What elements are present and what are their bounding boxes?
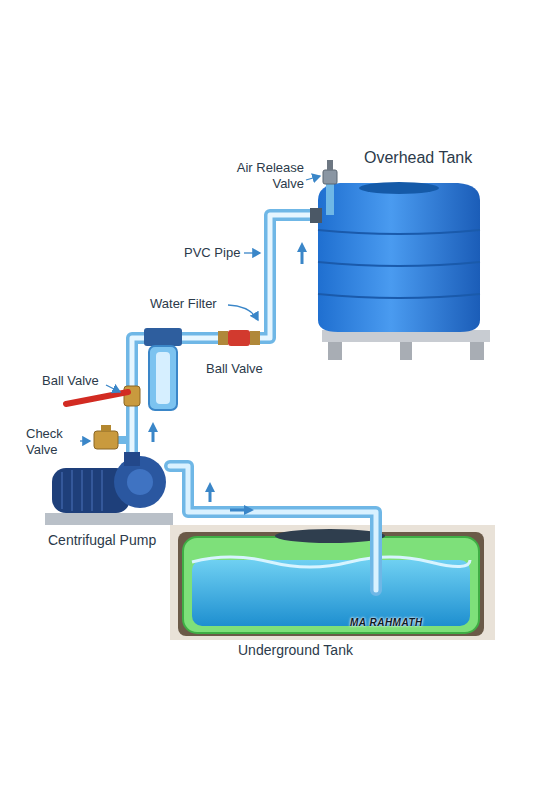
- leader-line-part: [244, 252, 260, 253]
- part-label: Underground Tank: [238, 642, 353, 660]
- centrifugal-pump-part: [45, 513, 173, 525]
- overhead-tank-part: [470, 342, 484, 360]
- delivery-pipe: [132, 182, 330, 458]
- flow-arrow: [148, 242, 307, 515]
- air-release-valve: [310, 160, 337, 223]
- check-valve: [94, 425, 126, 449]
- centrifugal-pump-part-part: [81, 470, 83, 511]
- centrifugal-pump-part-part: [71, 470, 73, 511]
- leader-line-part: [80, 440, 90, 441]
- underground-tank-part: [192, 560, 470, 626]
- delivery-pipe-part: [326, 182, 334, 215]
- ball-valve: [66, 386, 140, 406]
- leader-line: [80, 176, 320, 441]
- delivery-pipe-part: [132, 215, 318, 458]
- suction-pipe-part: [170, 466, 376, 590]
- overhead-tank-part: [318, 183, 480, 332]
- part-label: Air Release Valve: [222, 160, 304, 193]
- leader-line-part: [306, 176, 320, 180]
- underground-tank-part: [178, 532, 484, 636]
- part-label: Ball Valve: [42, 373, 99, 389]
- air-release-valve-part: [323, 170, 337, 184]
- check-valve-part: [94, 431, 118, 449]
- check-valve-part: [101, 425, 111, 431]
- flow-arrow-part: [230, 505, 254, 515]
- ball-valve-part: [66, 392, 128, 404]
- underground-tank-part: [192, 557, 470, 567]
- part-label: PVC Pipe: [184, 245, 240, 261]
- part-label: Water Filter: [150, 296, 217, 312]
- water-filter-part: [149, 346, 177, 410]
- air-release-valve-part: [310, 208, 322, 223]
- delivery-pipe-part: [132, 215, 318, 458]
- part-label: Centrifugal Pump: [48, 532, 156, 550]
- leader-line-part: [228, 305, 258, 320]
- overhead-tank-part-part: [318, 294, 480, 298]
- air-release-valve-part: [327, 160, 333, 170]
- overhead-tank-part-part: [318, 230, 480, 234]
- suction-pipe-part: [170, 466, 376, 590]
- centrifugal-pump: [45, 452, 173, 525]
- watermark: MA RAHMATH: [350, 617, 423, 630]
- part-label: Overhead Tank: [364, 148, 472, 168]
- suction-pipe: [170, 466, 376, 590]
- water-filter-part: [144, 328, 182, 346]
- centrifugal-pump-part-part: [101, 470, 103, 511]
- water-filter-part: [156, 352, 170, 404]
- ball-valve-part: [228, 330, 250, 346]
- part-label: Check Valve: [26, 426, 78, 459]
- centrifugal-pump-part: [124, 452, 140, 466]
- underground-tank-part: [275, 529, 385, 543]
- leader-line-part: [106, 385, 120, 392]
- flow-arrow-part: [148, 422, 158, 442]
- ball-valve-part: [124, 386, 140, 406]
- underground-tank: [170, 525, 495, 640]
- overhead-tank-part-part: [318, 262, 480, 266]
- part-label: Ball Valve: [206, 361, 263, 377]
- overhead-tank-part: [328, 342, 342, 360]
- ball-valve-part: [218, 331, 228, 345]
- flow-arrow-part: [297, 242, 307, 264]
- ball-valve-part: [250, 331, 260, 345]
- centrifugal-pump-part-part: [61, 472, 63, 509]
- centrifugal-pump-part-part: [91, 470, 93, 511]
- flow-arrow-part: [205, 482, 215, 502]
- centrifugal-pump-part: [127, 469, 153, 495]
- overhead-tank-part: [400, 342, 412, 360]
- underground-tank-part: [170, 525, 495, 640]
- water-filter: [144, 328, 182, 410]
- overhead-tank-part: [359, 182, 439, 194]
- centrifugal-pump-part: [62, 470, 102, 511]
- ball-valve: [218, 330, 260, 346]
- overhead-tank: [318, 182, 490, 360]
- underground-tank-part: [183, 537, 479, 633]
- overhead-tank-part: [318, 230, 480, 298]
